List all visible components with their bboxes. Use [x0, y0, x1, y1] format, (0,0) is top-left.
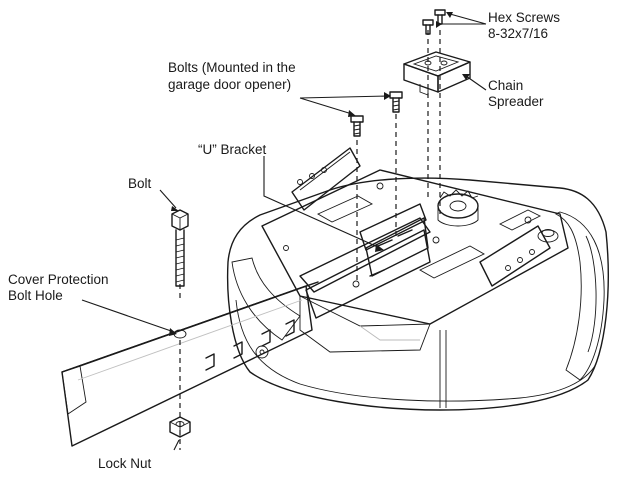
u-bracket-label: “U” Bracket: [198, 142, 267, 157]
lock-nut-label: Lock Nut: [98, 456, 152, 471]
mounted-bolts: [350, 91, 403, 137]
lock-nut: [169, 416, 191, 438]
callout-hex-screws: Hex Screws 8-32x7/16: [488, 10, 560, 41]
leader-lines: [81, 12, 487, 451]
drive-sprocket: [437, 189, 479, 227]
u-bracket: [299, 203, 431, 319]
assembly-lines: [179, 30, 441, 450]
bolts-mounted-label-line2: garage door opener): [168, 77, 291, 92]
chassis-plate: [255, 147, 569, 359]
bolt-label: Bolt: [128, 176, 152, 191]
rail: [61, 281, 319, 447]
bolt: [171, 209, 189, 287]
callout-bolts-mounted: Bolts (Mounted in the garage door opener…: [168, 60, 296, 92]
chain-spreader-label-line1: Chain: [488, 78, 523, 93]
cover-protection-label-line1: Cover Protection: [8, 272, 109, 287]
chain-spreader: [403, 51, 471, 96]
callout-cover-protection: Cover Protection Bolt Hole: [8, 272, 109, 303]
bolts-mounted-label-line1: Bolts (Mounted in the: [168, 60, 296, 75]
hex-screws-label-line2: 8-32x7/16: [488, 26, 548, 41]
hex-screws-label-line1: Hex Screws: [488, 10, 560, 25]
opener-housing: [226, 177, 609, 411]
cover-protection-label-line2: Bolt Hole: [8, 288, 63, 303]
hex-screws: [422, 9, 446, 35]
chain-spreader-label-line2: Spreader: [488, 94, 544, 109]
callout-chain-spreader: Chain Spreader: [488, 78, 544, 109]
